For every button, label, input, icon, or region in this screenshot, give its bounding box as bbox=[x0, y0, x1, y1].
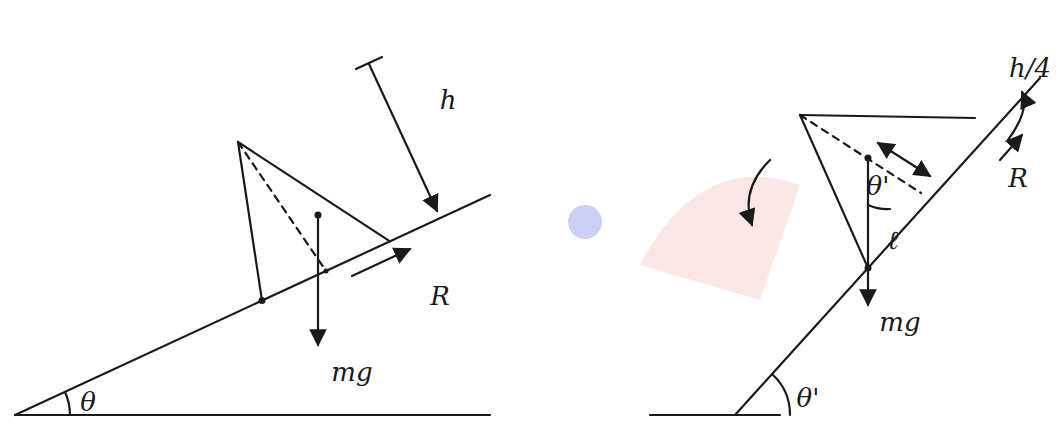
cone-side bbox=[800, 115, 975, 118]
dimension-label: h bbox=[440, 87, 457, 113]
height-dimension bbox=[369, 64, 437, 211]
length-label: ℓ bbox=[888, 227, 899, 253]
base-center-dot bbox=[324, 269, 329, 274]
mass-center-dot bbox=[865, 155, 872, 162]
force-label: mg bbox=[331, 359, 372, 385]
dimension-label: h/4 bbox=[1009, 55, 1051, 81]
dimension-tick bbox=[356, 57, 382, 69]
cone-side bbox=[238, 142, 390, 241]
radius-arrow bbox=[352, 249, 410, 276]
label-pointer bbox=[1008, 92, 1024, 140]
watermark-shape bbox=[640, 177, 800, 300]
angle-arc bbox=[772, 374, 790, 415]
pivot-dot bbox=[865, 265, 872, 272]
radius-arrow bbox=[1000, 135, 1022, 160]
angle-arc bbox=[65, 392, 70, 415]
quarter-height-dimension bbox=[878, 143, 930, 176]
force-label: mg bbox=[879, 309, 920, 335]
dimension-label: R bbox=[430, 283, 450, 309]
cone-axis bbox=[238, 142, 326, 271]
mass-center-dot bbox=[315, 212, 322, 219]
angle-label: θ bbox=[80, 389, 96, 415]
weight-arrow bbox=[317, 215, 319, 345]
contact-dot bbox=[259, 297, 266, 304]
dimension-label: R bbox=[1008, 165, 1028, 191]
angle-arc bbox=[868, 205, 890, 209]
incline-line bbox=[735, 78, 1040, 415]
cone-axis bbox=[800, 115, 921, 193]
ground-line bbox=[650, 414, 780, 416]
rotation-arrow bbox=[749, 160, 770, 225]
angle-label: θ' bbox=[797, 385, 820, 411]
weight-arrow bbox=[867, 268, 869, 305]
angle-label: θ' bbox=[867, 173, 890, 199]
incline-line bbox=[15, 195, 490, 415]
cone-side bbox=[238, 142, 262, 301]
watermark-dot bbox=[568, 205, 602, 239]
